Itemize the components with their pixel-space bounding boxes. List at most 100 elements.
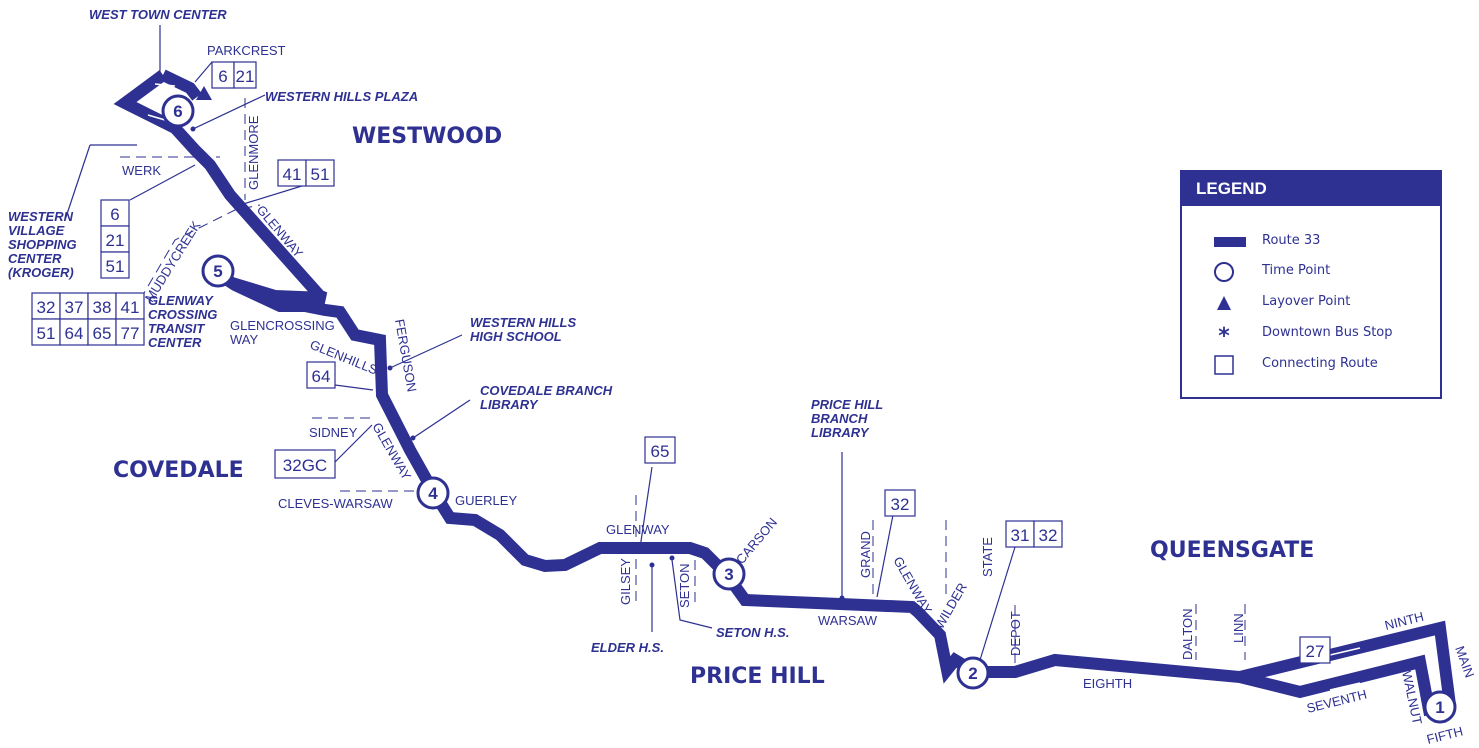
- time-point-2[interactable]: 2: [956, 656, 990, 690]
- svg-text:CARSON: CARSON: [733, 515, 780, 567]
- time-points[interactable]: 6 5 4 3 2 1: [161, 94, 1457, 724]
- svg-text:1: 1: [1435, 698, 1444, 717]
- svg-text:EIGHTH: EIGHTH: [1083, 676, 1132, 691]
- neighborhood-price-hill: PRICE HILL: [690, 664, 825, 689]
- route-33-line: [113, 69, 1456, 717]
- svg-text:6: 6: [173, 102, 182, 121]
- time-point-5[interactable]: 5: [201, 254, 235, 288]
- neighborhood-westwood: WESTWOOD: [352, 124, 502, 149]
- svg-text:41: 41: [283, 165, 302, 184]
- svg-text:WESTERN: WESTERN: [8, 209, 74, 224]
- svg-text:51: 51: [37, 324, 56, 343]
- time-point-6[interactable]: 6: [161, 94, 195, 128]
- triangle-icon: [1217, 296, 1231, 310]
- svg-text:STATE: STATE: [980, 537, 995, 577]
- legend-title: LEGEND: [1182, 172, 1440, 206]
- svg-text:GLENCROSSING: GLENCROSSING: [230, 318, 335, 333]
- svg-text:GILSEY: GILSEY: [618, 558, 633, 605]
- svg-text:CLEVES-WARSAW: CLEVES-WARSAW: [278, 496, 393, 511]
- svg-text:DEPOT: DEPOT: [1008, 611, 1023, 656]
- landmark-elder-hs: ELDER H.S.: [591, 640, 664, 655]
- landmark-western-hills-plaza: WESTERN HILLS PLAZA: [265, 89, 418, 104]
- svg-text:DALTON: DALTON: [1180, 608, 1195, 660]
- svg-text:FIFTH: FIFTH: [1425, 723, 1464, 746]
- landmark-seton-hs: SETON H.S.: [716, 625, 789, 640]
- route-line-icon: [1214, 237, 1246, 247]
- svg-text:CENTER: CENTER: [148, 335, 202, 350]
- stop-dots: [190, 126, 845, 601]
- svg-text:3: 3: [724, 565, 733, 584]
- legend-item-connecting-route: Connecting Route: [1182, 353, 1440, 377]
- svg-text:WERK: WERK: [122, 163, 161, 178]
- svg-text:38: 38: [93, 298, 112, 317]
- circle-icon: [1214, 262, 1234, 282]
- svg-text:GRAND: GRAND: [858, 531, 873, 578]
- svg-text:5: 5: [213, 262, 222, 281]
- layover-point-triangle-icon: [196, 86, 212, 100]
- svg-text:27: 27: [1306, 642, 1325, 661]
- svg-text:32: 32: [891, 495, 910, 514]
- svg-text:2: 2: [968, 664, 977, 683]
- connecting-route-numbers: 6 21 41 51 6 21 51 32 37 38 41 51 64 65 …: [37, 67, 1325, 661]
- svg-text:51: 51: [311, 165, 330, 184]
- legend-item-downtown-stop: * Downtown Bus Stop: [1182, 322, 1440, 346]
- asterisk-icon: *: [1218, 324, 1230, 344]
- svg-text:4: 4: [428, 484, 438, 503]
- svg-text:6: 6: [218, 67, 227, 86]
- svg-text:WARSAW: WARSAW: [818, 613, 878, 628]
- svg-text:LINN: LINN: [1231, 613, 1246, 643]
- svg-text:*: *: [1218, 324, 1230, 344]
- svg-text:64: 64: [65, 324, 84, 343]
- svg-text:GLENWAY: GLENWAY: [606, 522, 670, 537]
- svg-text:TRANSIT: TRANSIT: [148, 321, 205, 336]
- legend-item-route: Route 33: [1182, 230, 1440, 254]
- cross-streets: [120, 98, 1246, 668]
- svg-text:SIDNEY: SIDNEY: [309, 425, 358, 440]
- svg-text:WESTERN HILLS: WESTERN HILLS: [470, 315, 576, 330]
- svg-text:MUDDYCREEK: MUDDYCREEK: [142, 218, 204, 305]
- svg-text:32: 32: [37, 298, 56, 317]
- svg-text:SHOPPING: SHOPPING: [8, 237, 77, 252]
- svg-text:WAY: WAY: [230, 332, 258, 347]
- leader-lines: [64, 25, 1301, 675]
- svg-text:LIBRARY: LIBRARY: [480, 397, 539, 412]
- svg-text:32GC: 32GC: [283, 456, 327, 475]
- square-icon: [1214, 355, 1234, 375]
- neighborhood-covedale: COVEDALE: [113, 458, 244, 483]
- svg-text:WILDER: WILDER: [932, 580, 970, 631]
- svg-text:77: 77: [121, 324, 140, 343]
- svg-text:GLENMORE: GLENMORE: [246, 115, 261, 190]
- svg-text:BRANCH: BRANCH: [811, 411, 868, 426]
- svg-text:6: 6: [110, 205, 119, 224]
- svg-text:PARKCREST: PARKCREST: [207, 43, 286, 58]
- svg-text:VILLAGE: VILLAGE: [8, 223, 65, 238]
- time-point-1[interactable]: 1: [1423, 690, 1457, 724]
- svg-text:64: 64: [312, 367, 331, 386]
- svg-text:GUERLEY: GUERLEY: [455, 493, 517, 508]
- legend-item-layover: Layover Point: [1182, 291, 1440, 315]
- svg-text:32: 32: [1039, 526, 1058, 545]
- svg-text:MAIN: MAIN: [1452, 644, 1477, 680]
- connecting-routes: [31, 61, 1331, 664]
- svg-text:51: 51: [106, 257, 125, 276]
- svg-text:GLENWAY: GLENWAY: [148, 293, 214, 308]
- svg-text:PRICE HILL: PRICE HILL: [811, 397, 883, 412]
- svg-text:65: 65: [651, 442, 670, 461]
- neighborhood-labels: WESTWOOD COVEDALE PRICE HILL QUEENSGATE: [113, 124, 1314, 689]
- svg-text:COVEDALE BRANCH: COVEDALE BRANCH: [480, 383, 613, 398]
- svg-text:LIBRARY: LIBRARY: [811, 425, 870, 440]
- svg-text:HIGH SCHOOL: HIGH SCHOOL: [470, 329, 562, 344]
- legend: LEGEND Route 33 Time Point Layover Point…: [1180, 170, 1442, 399]
- svg-text:CENTER: CENTER: [8, 251, 62, 266]
- neighborhood-queensgate: QUEENSGATE: [1150, 538, 1314, 563]
- time-point-4[interactable]: 4: [416, 476, 450, 510]
- svg-text:SETON: SETON: [677, 563, 692, 608]
- svg-text:65: 65: [93, 324, 112, 343]
- legend-item-time-point: Time Point: [1182, 260, 1440, 284]
- time-point-3[interactable]: 3: [712, 557, 746, 591]
- svg-text:CROSSING: CROSSING: [148, 307, 217, 322]
- svg-text:37: 37: [65, 298, 84, 317]
- svg-text:FERGUSON: FERGUSON: [392, 318, 420, 393]
- landmark-west-town-center: WEST TOWN CENTER: [89, 7, 227, 22]
